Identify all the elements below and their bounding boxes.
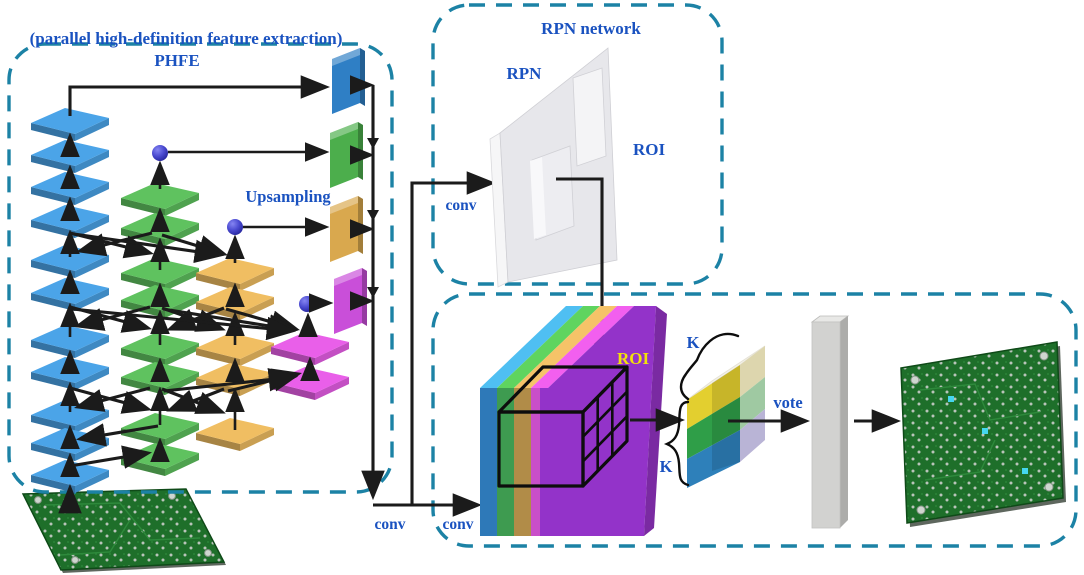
- rpn-proposal-box: [572, 67, 607, 167]
- output-plate-green: [330, 122, 363, 188]
- upsampling-label: Upsampling: [245, 187, 331, 206]
- rpn-label: RPN: [507, 64, 543, 83]
- fusion-sphere-orange: [227, 219, 243, 235]
- k-top-brace: [679, 332, 740, 401]
- k-top-label: K: [687, 333, 700, 352]
- roi-transfer-line: [556, 177, 614, 365]
- phfe-box-border: [7, 42, 394, 494]
- conv-score-label: conv: [443, 516, 474, 533]
- roi-pool-label: ROI: [617, 349, 650, 368]
- position-sensitive-block: [686, 345, 766, 488]
- fusion-cross-arrows: [69, 231, 303, 469]
- output-plate-magenta: [334, 268, 367, 334]
- fusion-sphere-green: [152, 145, 168, 161]
- roi-wireframe-cube: [497, 365, 629, 488]
- output-pcb-image: [900, 341, 1066, 527]
- blue-top-line: [68, 75, 331, 116]
- conv-rpn-label: conv: [446, 197, 477, 214]
- roi-rpn-label: ROI: [633, 140, 666, 159]
- collector-line: [361, 85, 497, 517]
- rpn-box-border: [431, 3, 724, 286]
- fusion-sphere-magenta: [299, 296, 315, 312]
- psroi-box-border: [431, 292, 1078, 548]
- rpn-network-title: RPN network: [541, 19, 641, 38]
- input-pcb-image: [21, 488, 226, 573]
- output-plate-blue: [332, 48, 365, 114]
- phfe-subtitle-label: (parallel high-definition feature extrac…: [30, 29, 343, 48]
- vote-label: vote: [773, 393, 802, 412]
- defect-marker: [1022, 468, 1028, 474]
- vote-column: [810, 315, 850, 529]
- conv-feature-label: conv: [375, 516, 406, 533]
- rpn-proposal-edge: [530, 157, 546, 239]
- defect-marker: [982, 428, 988, 434]
- phfe-title-label: PHFE: [154, 51, 199, 70]
- k-side-label: K: [660, 457, 673, 476]
- defect-marker: [948, 396, 954, 402]
- output-plate-gold: [330, 196, 363, 262]
- output-plates: [330, 48, 367, 334]
- rpn-slab: [489, 47, 618, 288]
- k-side-brace: [663, 400, 690, 487]
